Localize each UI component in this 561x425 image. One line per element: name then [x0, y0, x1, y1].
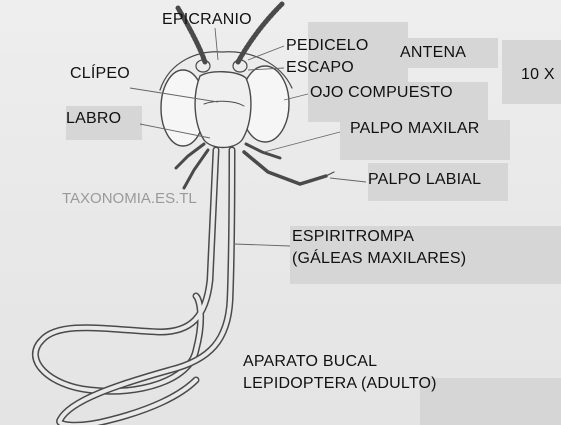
leader-epicranio — [215, 28, 218, 60]
label-escapo: ESCAPO — [286, 60, 354, 76]
label-pedicelo: PEDICELO — [286, 38, 369, 54]
leader-pedicelo — [248, 46, 284, 60]
label-ojo-compuesto: OJO COMPUESTO — [310, 85, 453, 101]
title-line2: LEPIDOPTERA (ADULTO) — [243, 376, 437, 392]
leader-espiritrompa — [234, 244, 290, 246]
label-antena: ANTENA — [400, 45, 466, 61]
label-epicranio: EPICRANIO — [162, 12, 252, 28]
watermark: TAXONOMIA.ES.TL — [62, 190, 197, 207]
label-labro: LABRO — [66, 111, 121, 127]
label-magnification: 10 X — [521, 67, 555, 83]
leader-palpo-labial — [330, 178, 366, 182]
title-line1: APARATO BUCAL — [243, 354, 377, 370]
label-espiritrompa-line2: (GÁLEAS MAXILARES) — [292, 251, 466, 267]
head-capsule — [195, 72, 251, 148]
proboscis-left — [35, 150, 216, 391]
label-clipeo: CLÍPEO — [70, 66, 130, 82]
maxillary-palp-left — [176, 144, 204, 168]
label-palpo-maxilar: PALPO MAXILAR — [350, 121, 479, 137]
label-palpo-labial: PALPO LABIAL — [368, 172, 481, 188]
label-espiritrompa-line1: ESPIRITROMPA — [292, 229, 414, 245]
